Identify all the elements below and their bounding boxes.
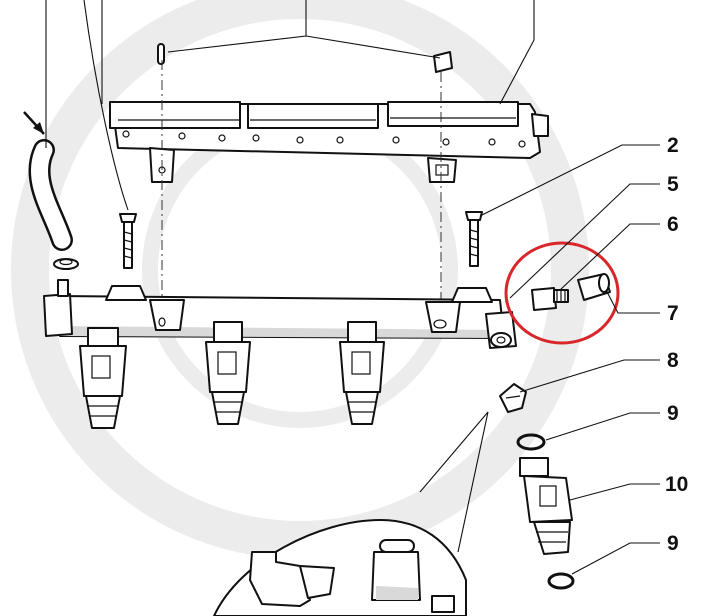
pressure-fitting [531, 287, 569, 311]
o-ring-lower [547, 572, 575, 590]
callout-9-upper: 9 [667, 402, 679, 425]
connector-housing [109, 101, 549, 183]
callout-leaders [479, 144, 660, 575]
hose-clamp [53, 258, 79, 270]
callout-6: 6 [667, 213, 679, 236]
callout-5: 5 [667, 173, 679, 196]
injector-1 [79, 327, 127, 429]
fuel-rail [43, 279, 517, 349]
injector-clip [499, 383, 527, 413]
callout-8: 8 [667, 349, 679, 372]
vacuum-hose [23, 0, 73, 251]
highlight-circle [504, 241, 620, 345]
callout-2: 2 [667, 134, 679, 157]
injector-spare [519, 457, 573, 555]
mounting-bolt-left [119, 213, 137, 269]
detail-view [213, 411, 489, 616]
injector-2 [205, 321, 251, 425]
mounting-bolt-right [465, 211, 483, 267]
injector-3 [339, 321, 385, 425]
callout-9-lower: 9 [667, 532, 679, 555]
callout-numbers: 2 5 6 7 8 9 10 9 [665, 134, 688, 555]
watermark-logo [11, 0, 589, 559]
callout-7: 7 [667, 302, 679, 325]
protective-cap [577, 273, 611, 301]
o-ring-upper [516, 433, 546, 451]
callout-10: 10 [665, 473, 688, 496]
retaining-clip [433, 51, 453, 73]
retaining-pin [157, 43, 165, 65]
